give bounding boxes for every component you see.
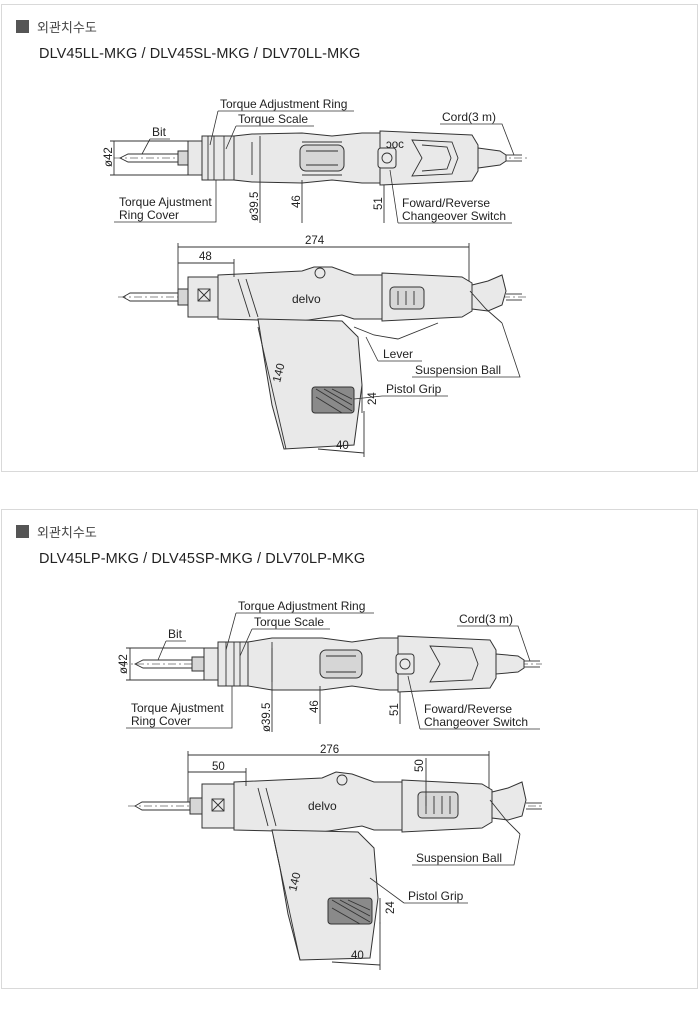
dimension-drawing-2: Torque Adjustment Ring Torque Scale Bit … (118, 599, 542, 970)
dim-51: 51 (389, 703, 401, 716)
section-heading: 외관치수도 (16, 523, 97, 541)
brand-logo: delvo (308, 799, 337, 813)
top-view-labels: Torque Adjustment Ring Torque Scale Bit … (114, 97, 515, 224)
spec-panel-1: 외관치수도 DLV45LL-MKG / DLV45SL-MKG / DLV70L… (1, 4, 698, 472)
label-lever: Lever (383, 347, 413, 361)
section-heading-text: 외관치수도 (37, 525, 97, 541)
dim-height: 50 (414, 759, 426, 772)
label-pistol-grip: Pistol Grip (386, 382, 442, 396)
dim-46: 46 (291, 195, 303, 208)
dim-d39-5: ø39.5 (249, 192, 261, 221)
dim-nose-length: 48 (199, 251, 212, 263)
square-bullet-icon (16, 524, 29, 538)
label-cord: Cord(3 m) (459, 612, 513, 626)
dim-d42: ø42 (103, 147, 115, 167)
dim-51: 51 (373, 197, 385, 210)
label-ring-cover-line2: Ring Cover (119, 208, 179, 222)
label-torque-scale: Torque Scale (254, 615, 324, 629)
side-view-drawing: delvo (118, 266, 527, 450)
label-bit: Bit (168, 627, 183, 641)
dim-overall-length: 274 (305, 235, 325, 247)
dim-grip-width: 24 (385, 901, 397, 914)
model-list: DLV45LP-MKG / DLV45SP-MKG / DLV70LP-MKG (39, 551, 366, 567)
label-torque-scale: Torque Scale (238, 112, 308, 126)
dim-46: 46 (309, 700, 321, 713)
label-ring-cover-line1: Torque Ajustment (119, 195, 212, 209)
label-torque-adjustment-ring: Torque Adjustment Ring (238, 599, 365, 613)
side-view-labels: Suspension Ball Pistol Grip (369, 833, 521, 904)
dim-nose-length: 50 (212, 761, 225, 773)
label-torque-adjustment-ring: Torque Adjustment Ring (220, 97, 347, 111)
label-ring-cover-line2: Ring Cover (131, 714, 191, 728)
label-switch-line2: Changeover Switch (402, 209, 506, 223)
label-switch-line1: Foward/Reverse (402, 196, 490, 210)
section-heading-text: 외관치수도 (37, 20, 97, 36)
side-view-dimensions: 274 48 140 24 40 (177, 235, 470, 457)
label-cord: Cord(3 m) (442, 110, 496, 124)
top-view-dimensions: ø42 ø39.5 46 51 (103, 136, 385, 223)
dim-grip-base: 40 (336, 440, 349, 452)
spec-panel-2: 외관치수도 DLV45LP-MKG / DLV45SP-MKG / DLV70L… (1, 509, 698, 989)
model-list: DLV45LL-MKG / DLV45SL-MKG / DLV70LL-MKG (39, 46, 361, 62)
svg-text:ɔoc: ɔoc (386, 139, 404, 151)
top-view-drawing (120, 635, 542, 693)
side-view-drawing: delvo (128, 771, 542, 961)
label-bit: Bit (152, 125, 167, 139)
dim-d42: ø42 (118, 654, 130, 674)
side-view-labels: Lever Suspension Ball Pistol Grip (353, 322, 521, 400)
label-switch-line2: Changeover Switch (424, 715, 528, 729)
dim-grip-length: 140 (271, 362, 287, 384)
section-heading: 외관치수도 (16, 18, 97, 36)
label-suspension-ball: Suspension Ball (416, 851, 502, 865)
brand-logo: delvo (292, 292, 321, 306)
label-suspension-ball: Suspension Ball (415, 363, 501, 377)
dim-grip-base: 40 (351, 950, 364, 962)
dimension-drawing-1: ɔoc Torque Adjustment Ring Torque Scale … (103, 97, 527, 457)
dim-grip-width: 24 (367, 392, 379, 405)
square-bullet-icon (16, 19, 29, 33)
top-view-dimensions: ø42 ø39.5 46 51 (118, 642, 401, 732)
dim-d39-5: ø39.5 (261, 703, 273, 732)
side-view-dimensions: 276 50 50 140 24 40 (187, 744, 490, 970)
dim-grip-length: 140 (287, 871, 303, 893)
dim-overall-length: 276 (320, 744, 339, 756)
label-switch-line1: Foward/Reverse (424, 702, 512, 716)
label-ring-cover-line1: Torque Ajustment (131, 701, 224, 715)
label-pistol-grip: Pistol Grip (408, 889, 464, 903)
top-view-labels: Torque Adjustment Ring Torque Scale Bit … (126, 599, 540, 730)
top-view-drawing: ɔoc (114, 130, 527, 186)
